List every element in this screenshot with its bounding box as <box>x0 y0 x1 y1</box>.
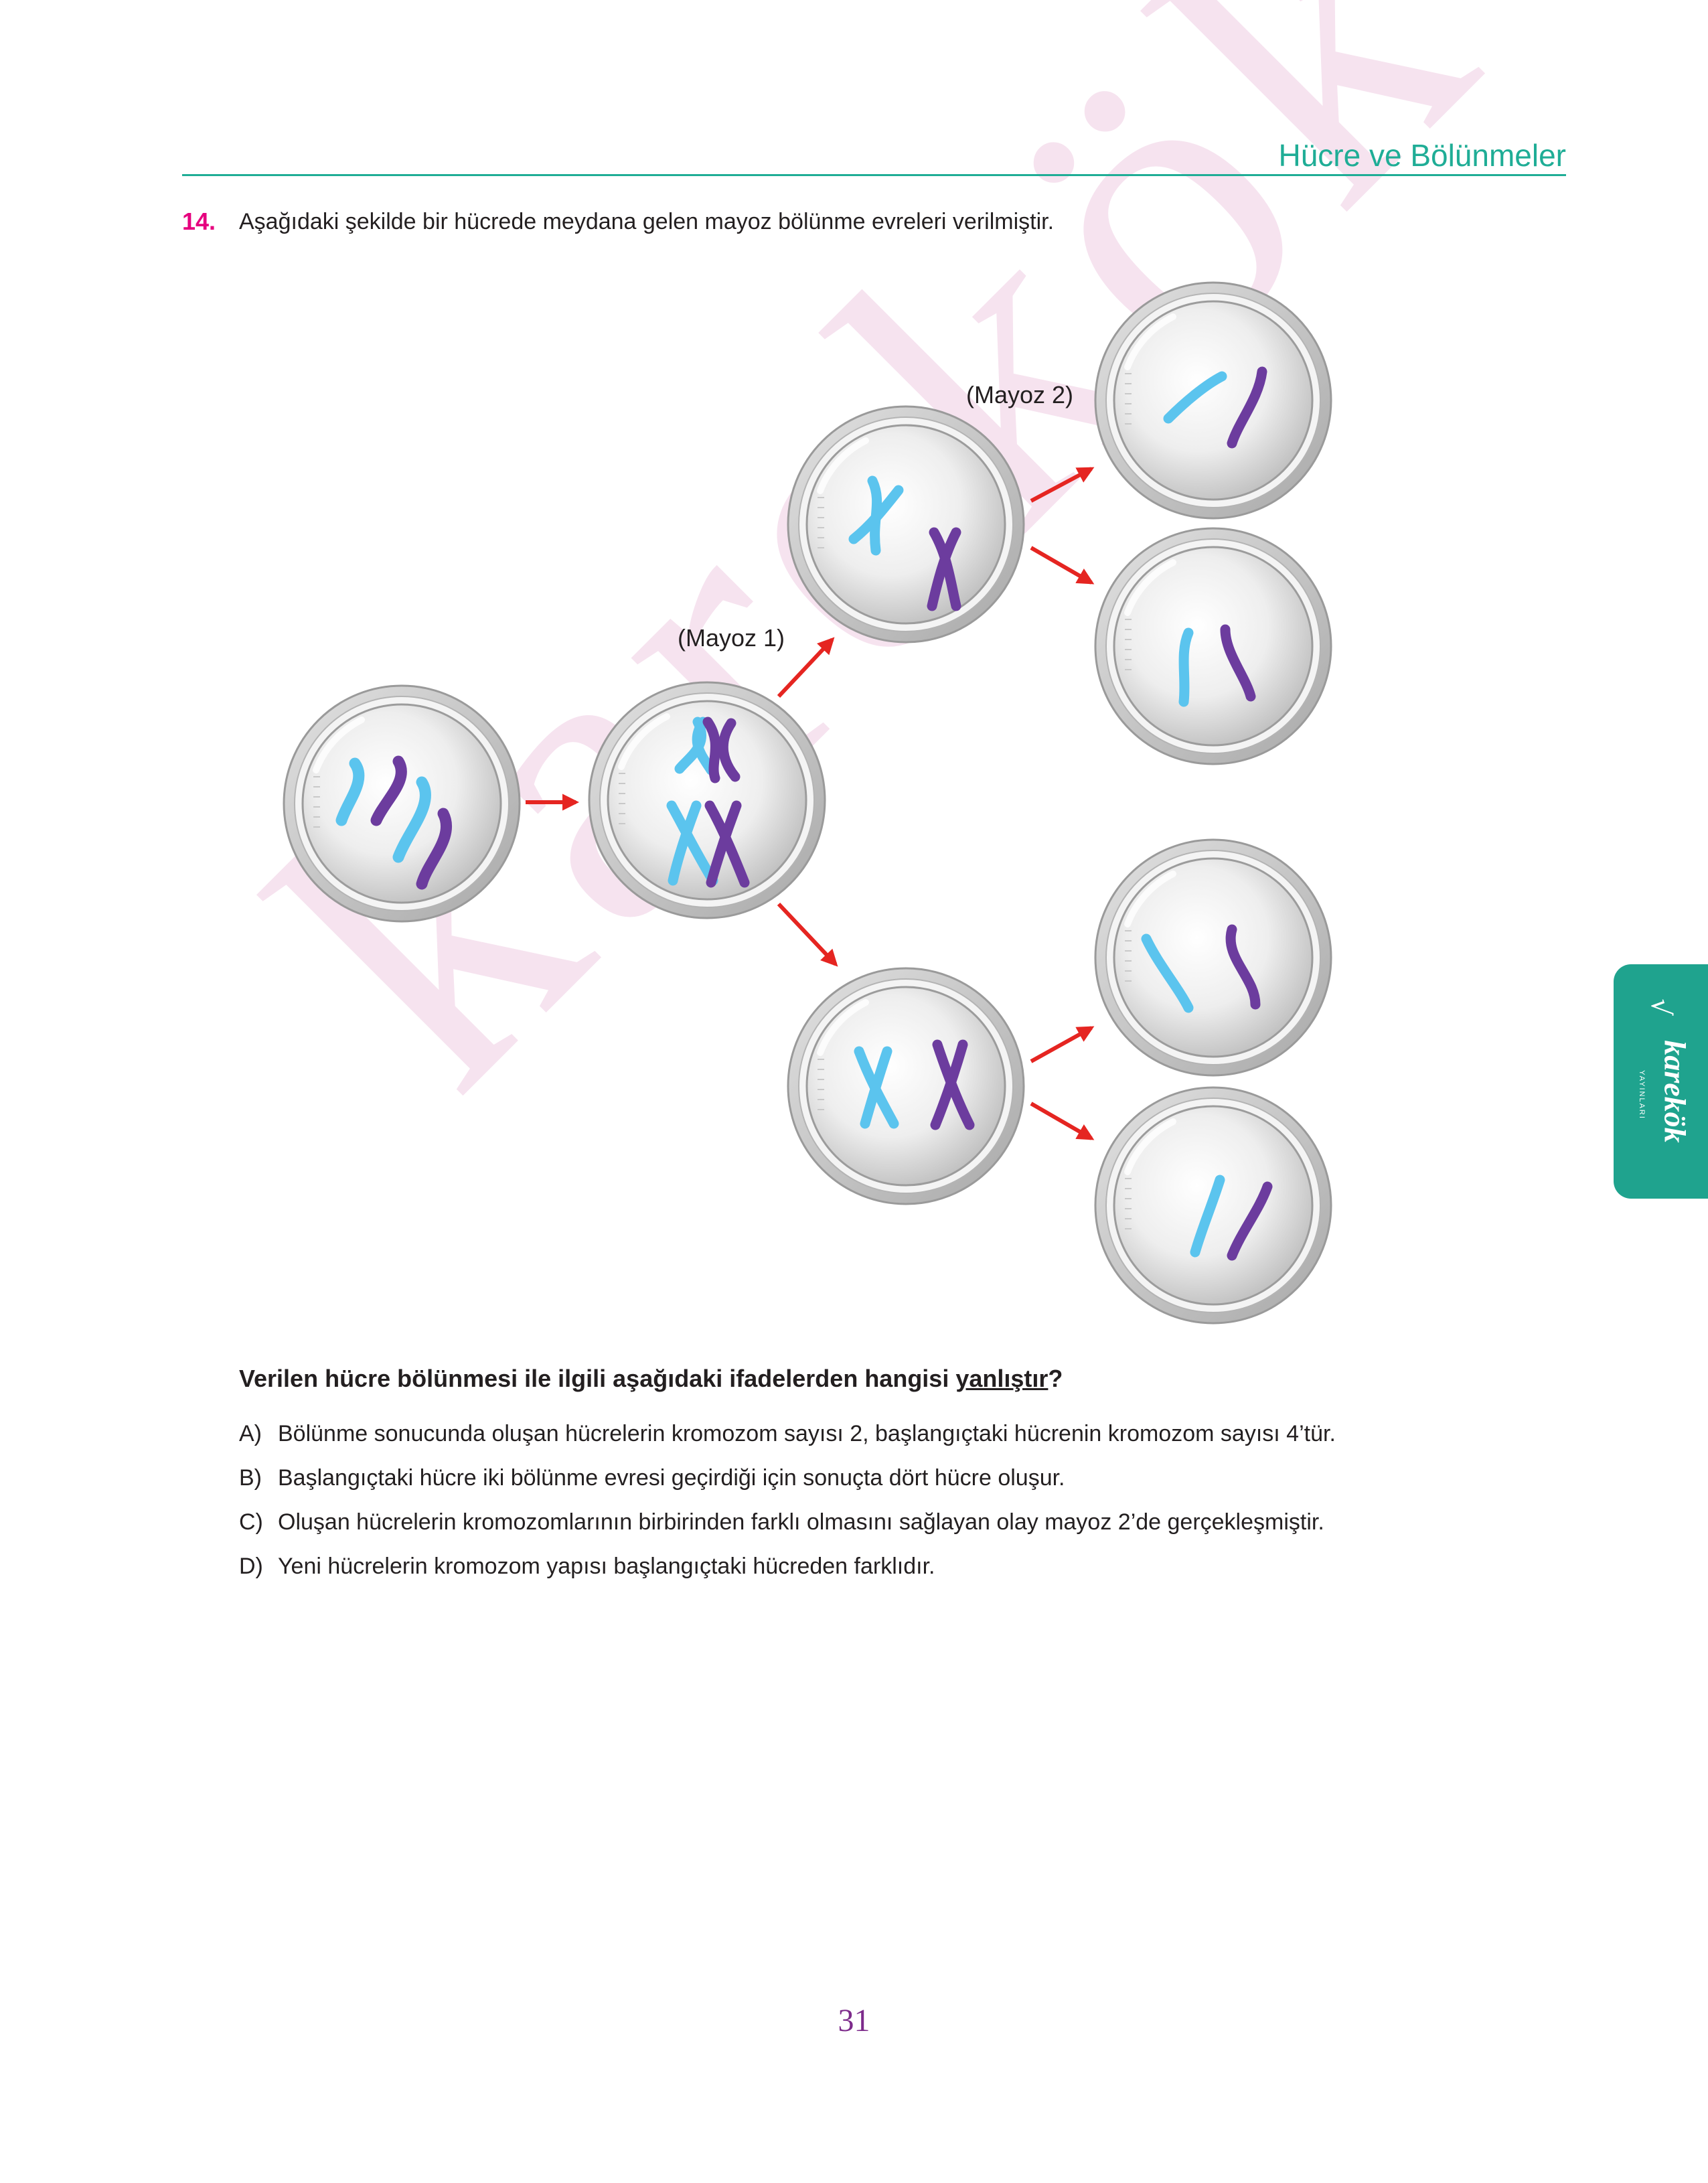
label-mayoz1: (Mayoz 1) <box>678 624 785 652</box>
cell-result-4 <box>1095 1087 1331 1323</box>
arrow-mayoz1-to-bottom <box>777 902 838 967</box>
option-letter: D) <box>239 1554 263 1579</box>
option-text: Oluşan hücrelerin kromozomlarının birbir… <box>278 1509 1324 1535</box>
prompt-text: Verilen hücre bölünmesi ile ilgili aşağı… <box>239 1365 956 1392</box>
option-text: Yeni hücrelerin kromozom yapısı başlangı… <box>278 1554 935 1579</box>
page-number: 31 <box>838 2003 870 2038</box>
publisher-brand: karekök <box>1658 1040 1693 1143</box>
arrow-top-to-result1 <box>1030 467 1095 503</box>
label-mayoz2: (Mayoz 2) <box>966 381 1073 408</box>
option-a[interactable]: A) Bölünme sonucunda oluşan hücrelerin kr… <box>239 1421 1336 1465</box>
prompt-underlined: yanlıştır <box>955 1365 1049 1392</box>
option-b[interactable]: B) Başlangıçtaki hücre iki bölünme evresi… <box>239 1465 1336 1509</box>
option-letter: B) <box>239 1465 262 1491</box>
cell-result-3 <box>1095 840 1331 1075</box>
cell-mayoz2-top <box>788 406 1024 642</box>
publisher-subtitle: YAYINLARI <box>1638 1070 1646 1120</box>
option-text: Bölünme sonucunda oluşan hücrelerin krom… <box>278 1421 1336 1446</box>
prompt-end: ? <box>1048 1365 1063 1392</box>
chapter-title: Hücre ve Bölünmeler <box>1278 138 1566 173</box>
arrow-bottom-to-result3 <box>1030 1026 1095 1063</box>
cell-mayoz2-bottom <box>788 968 1024 1204</box>
option-letter: C) <box>239 1509 263 1535</box>
answer-options: A) Bölünme sonucunda oluşan hücrelerin kr… <box>239 1421 1336 1598</box>
cell-result-2 <box>1095 528 1331 764</box>
arrow-bottom-to-result4 <box>1030 1102 1095 1140</box>
cell-result-1 <box>1095 283 1331 518</box>
header-divider <box>182 174 1566 176</box>
question-number: 14. <box>182 208 216 235</box>
arrow-mayoz1-to-top <box>777 637 835 698</box>
question-prompt: Verilen hücre bölünmesi ile ilgili aşağı… <box>239 1365 1063 1393</box>
option-c[interactable]: C) Oluşan hücrelerin kromozomlarının birb… <box>239 1509 1336 1554</box>
cell-mayoz1 <box>589 682 825 918</box>
option-text: Başlangıçtaki hücre iki bölünme evresi g… <box>278 1465 1065 1491</box>
meiosis-diagram: (Mayoz 1) (Mayoz 2) <box>0 0 1708 1339</box>
root-logo-icon: √ <box>1645 998 1676 1016</box>
arrow-top-to-result2 <box>1030 546 1095 585</box>
option-letter: A) <box>239 1421 262 1446</box>
question-stem: Aşağıdaki şekilde bir hücrede meydana ge… <box>239 209 1055 234</box>
publisher-side-tab: √ karekök YAYINLARI <box>1614 964 1708 1199</box>
cell-start <box>284 686 520 921</box>
option-d[interactable]: D) Yeni hücrelerin kromozom yapısı başlan… <box>239 1554 1336 1598</box>
